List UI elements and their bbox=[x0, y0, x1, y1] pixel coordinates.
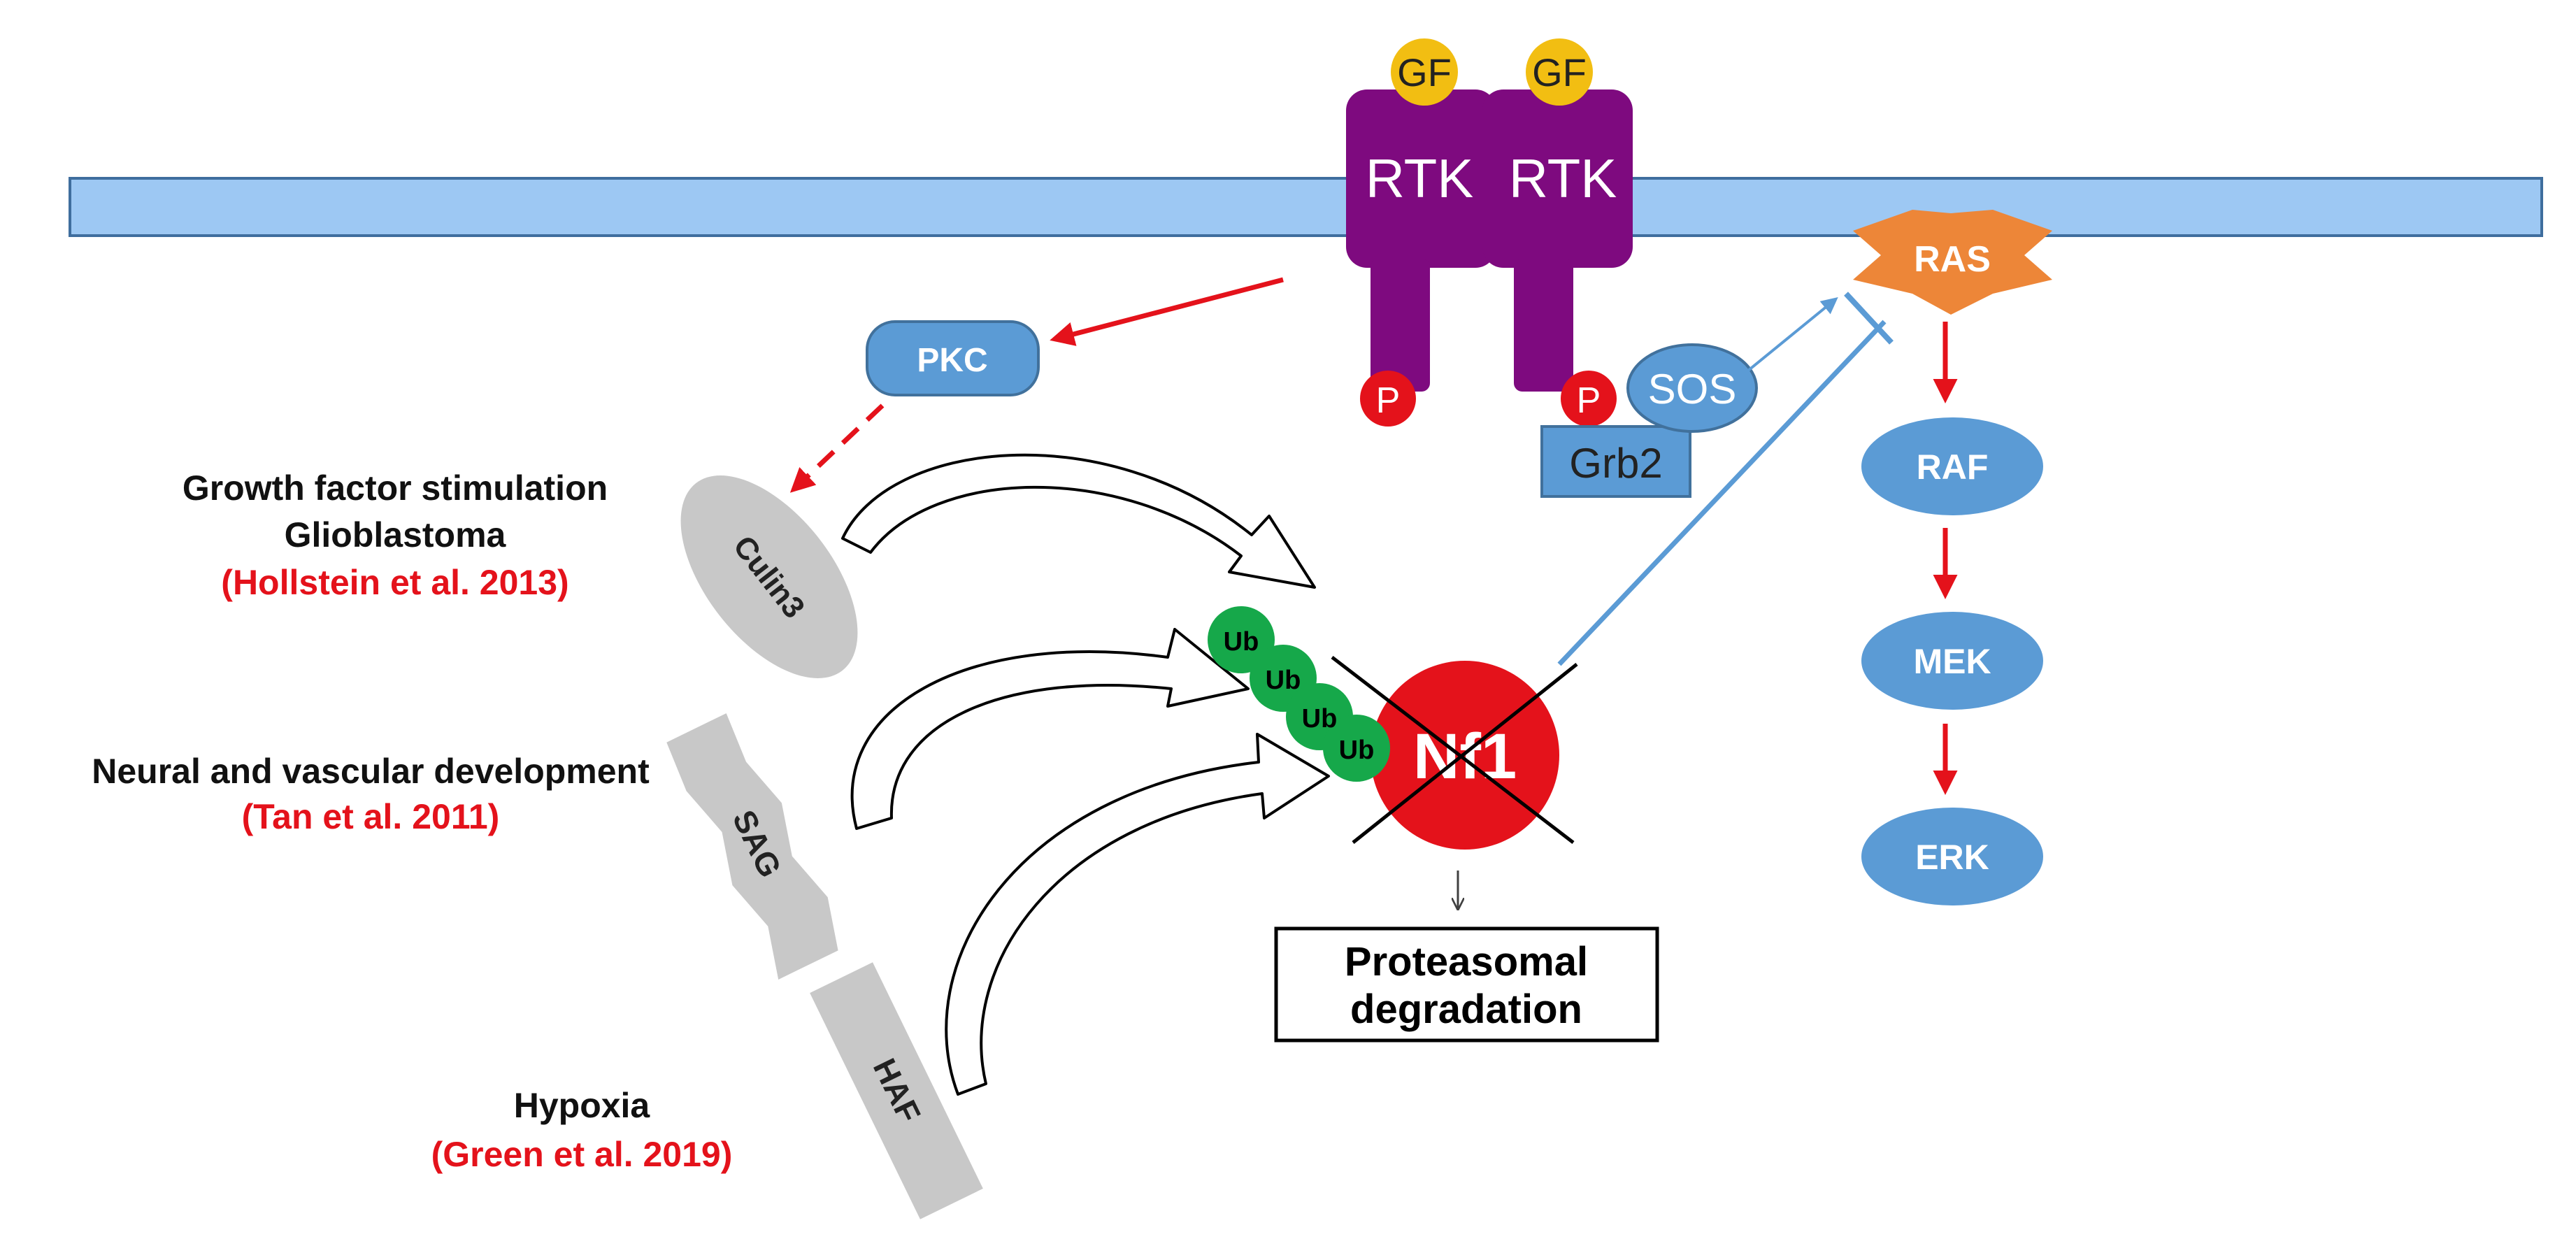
sag-shape bbox=[666, 713, 838, 980]
context-growth-line2: Glioblastoma bbox=[285, 515, 507, 554]
degradation-line1: Proteasomal bbox=[1345, 939, 1588, 984]
gf-left-circle bbox=[1391, 38, 1458, 106]
mek-label: MEK bbox=[1913, 642, 1991, 681]
ub-2-label: Ub bbox=[1266, 666, 1301, 695]
gf-right-label: GF bbox=[1532, 50, 1587, 94]
raf-label: RAF bbox=[1917, 447, 1989, 487]
rtk-left-stalk bbox=[1371, 259, 1430, 392]
context-neural-line1: Neural and vascular development bbox=[92, 752, 650, 791]
grb2-rect bbox=[1540, 425, 1691, 498]
gf-left-label: GF bbox=[1397, 50, 1452, 94]
sos-shape bbox=[1626, 343, 1758, 433]
context-hypoxia: Hypoxia (Green et al. 2019) bbox=[431, 1086, 733, 1174]
context-neural-ref: (Tan et al. 2011) bbox=[242, 797, 500, 836]
context-hypoxia-line1: Hypoxia bbox=[514, 1086, 651, 1125]
phospho-left: P bbox=[1360, 371, 1416, 427]
curved-arrow-haf-shape bbox=[945, 733, 1330, 1096]
sos-label: SOS bbox=[1648, 366, 1737, 413]
rtk-left-body bbox=[1346, 89, 1496, 268]
phospho-right-label: P bbox=[1577, 380, 1601, 421]
degradation-rect bbox=[1274, 926, 1659, 1043]
arrow-sos-ras bbox=[1747, 296, 1838, 372]
ub-1-label: Ub bbox=[1224, 627, 1259, 657]
erk-label: ERK bbox=[1915, 838, 1989, 877]
curved-arrow-sag bbox=[850, 628, 1250, 830]
degradation-line2: degradation bbox=[1350, 987, 1582, 1032]
context-growth-line1: Growth factor stimulation bbox=[183, 468, 608, 508]
phospho-left-circle bbox=[1360, 371, 1416, 427]
ras-node: RAS bbox=[1853, 210, 2052, 315]
phospho-left-label: P bbox=[1376, 380, 1401, 421]
gf-right-circle bbox=[1526, 38, 1593, 106]
nf1-cross-a bbox=[1331, 656, 1575, 844]
mek-node: MEK bbox=[1861, 612, 2043, 710]
gf-left: GF bbox=[1391, 38, 1458, 106]
grb2-label: Grb2 bbox=[1569, 440, 1662, 487]
rtk-right-body bbox=[1482, 89, 1633, 268]
erk-node: ERK bbox=[1861, 808, 2043, 905]
inhibit-bar bbox=[1844, 292, 1894, 345]
nf1-node: Nf1 bbox=[1331, 656, 1578, 850]
arrow-rtk-pkc bbox=[1050, 277, 1284, 346]
pkc-rect bbox=[866, 320, 1040, 396]
grb2-box: Grb2 bbox=[1540, 425, 1691, 498]
sos-ellipse: SOS bbox=[1626, 343, 1758, 433]
inhibit-nf1-ras bbox=[1557, 320, 1887, 666]
haf-shape bbox=[810, 962, 983, 1219]
arrow-pkc-culin3 bbox=[789, 403, 885, 493]
rtk-dimer: RTK RTK bbox=[1346, 89, 1633, 392]
phospho-right-circle bbox=[1561, 371, 1617, 427]
degradation-box: Proteasomal degradation bbox=[1274, 926, 1659, 1043]
context-hypoxia-ref: (Green et al. 2019) bbox=[431, 1135, 733, 1174]
rtk-right-label: RTK bbox=[1509, 148, 1617, 209]
culin3-shape bbox=[680, 475, 858, 678]
cell-membrane bbox=[69, 177, 2543, 237]
curved-arrow-culin3 bbox=[841, 453, 1316, 589]
ub-chain: Ub Ub Ub Ub bbox=[1208, 606, 1390, 782]
raf-node: RAF bbox=[1861, 417, 2043, 515]
context-growth: Growth factor stimulation Glioblastoma (… bbox=[183, 468, 608, 602]
nf1-cross-b bbox=[1352, 663, 1578, 844]
erk-shape bbox=[1861, 808, 2043, 905]
context-growth-ref: (Hollstein et al. 2013) bbox=[221, 563, 568, 602]
pkc-node: PKC bbox=[866, 320, 1040, 396]
pkc-label: PKC bbox=[917, 342, 987, 379]
rtk-right-stalk bbox=[1514, 259, 1573, 392]
phospho-right: P bbox=[1561, 371, 1617, 427]
ub-3-label: Ub bbox=[1302, 704, 1338, 733]
haf-ligase: HAF bbox=[810, 962, 983, 1219]
culin3-ligase: Culin3 bbox=[680, 475, 858, 678]
context-neural: Neural and vascular development (Tan et … bbox=[92, 752, 650, 836]
curved-arrow-haf bbox=[945, 733, 1330, 1096]
raf-shape bbox=[1861, 417, 2043, 515]
rtk-left-label: RTK bbox=[1366, 148, 1474, 209]
ras-label: RAS bbox=[1914, 239, 1991, 280]
ras-star bbox=[1853, 210, 2052, 315]
sag-ligase: SAG bbox=[666, 713, 838, 980]
gf-right: GF bbox=[1526, 38, 1593, 106]
ub-4-label: Ub bbox=[1339, 736, 1375, 765]
curved-arrow-sag-shape bbox=[850, 628, 1250, 830]
mek-shape bbox=[1861, 612, 2043, 710]
ub-4 bbox=[1323, 715, 1390, 782]
curved-arrow-culin3-shape bbox=[841, 453, 1316, 589]
